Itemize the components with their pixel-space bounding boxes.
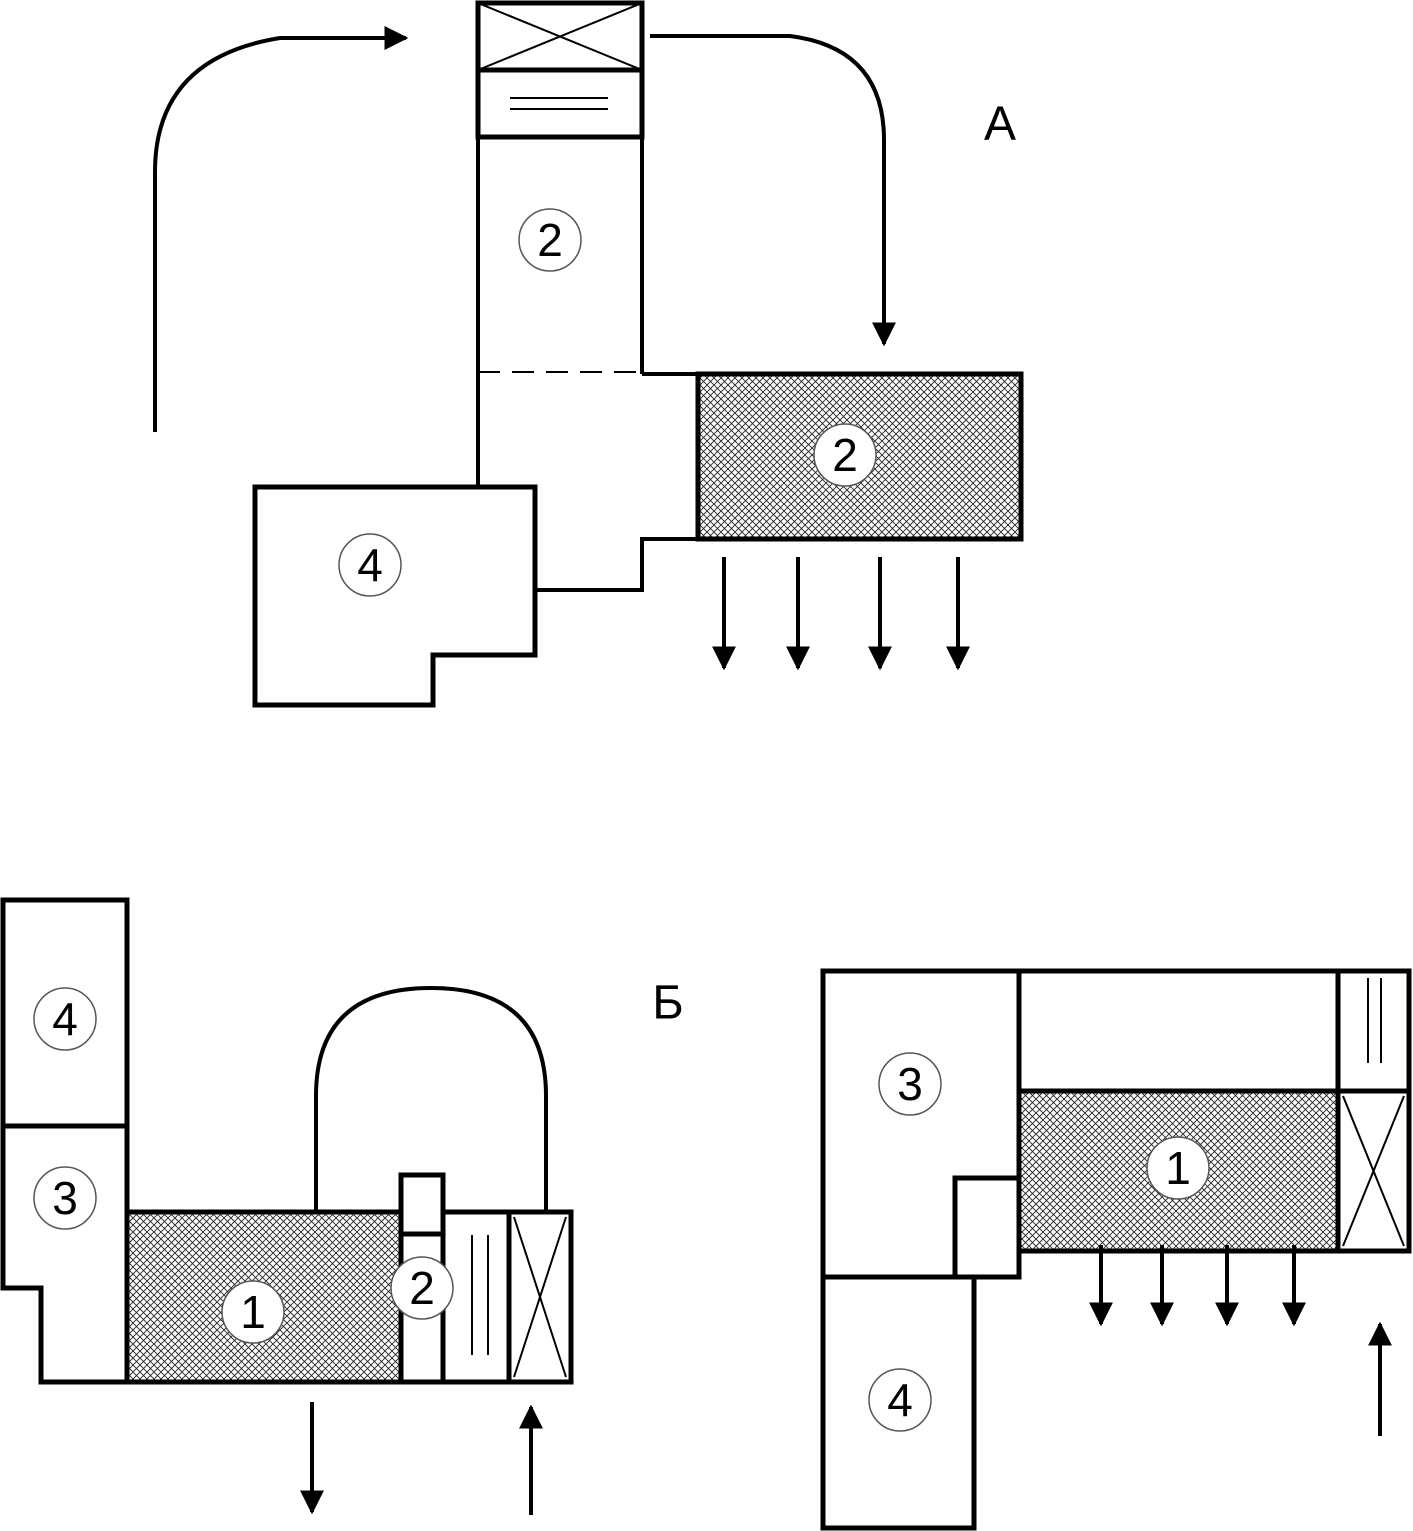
diagram-b-right: 3 1 4: [820, 968, 1412, 1531]
filter-box-b-left: [440, 1209, 512, 1385]
zone-circle-b-left-top: [33, 987, 97, 1051]
zone-number-a-upper: 2: [537, 214, 563, 266]
diagram-label-a: А: [984, 98, 1016, 151]
diagram-a: 2 2 4 А: [153, 0, 1024, 708]
zone-number-b-right-lower: 4: [887, 1374, 913, 1426]
zone-circle-b-right-tank: [1146, 1136, 1210, 1200]
fan-cross-b-right-2: [1342, 1095, 1405, 1247]
zone-number-b-right-tank: 1: [1165, 1142, 1191, 1194]
recirculation-arc-b-left: [314, 985, 548, 1212]
zone-number-b-left-tank: 1: [240, 1286, 266, 1338]
diagram-b-left: 4 3 1 2 Б: [0, 897, 684, 1515]
zone-circle-b-left-tank: [221, 1280, 285, 1344]
zone-circle-a-tank: [813, 423, 877, 487]
zone-circle-b-right-lower: [868, 1368, 932, 1432]
filter-box-b-right: [1335, 968, 1412, 1094]
zone-circle-a-upper: [518, 208, 582, 272]
fan-cross-a-2: [477, 2, 643, 71]
zone-circle-a-room: [338, 533, 402, 597]
supply-arrow-a: [650, 34, 896, 347]
fan-cross-b-left-2: [513, 1216, 567, 1378]
zone-circle-b-right-room: [878, 1052, 942, 1116]
zone-number-b-right-room: 3: [897, 1058, 923, 1110]
zone-circle-b-left-unit: [390, 1256, 454, 1320]
zone-number-b-left-top: 4: [52, 993, 78, 1045]
zone-circle-b-left-mid: [33, 1166, 97, 1230]
diagram-label-b: Б: [652, 977, 684, 1030]
zone-number-a-room: 4: [357, 539, 383, 591]
intake-arrow-a: [153, 26, 409, 432]
unit-2-top-b-left: [398, 1172, 446, 1237]
connection-wall-a: [535, 537, 698, 592]
zone-number-b-left-mid: 3: [52, 1172, 78, 1224]
small-box-b-right: [952, 1175, 1022, 1280]
top-strip-b-right: [1016, 968, 1341, 1094]
room-3-b-left: [0, 1123, 130, 1385]
zone-number-a-tank: 2: [832, 429, 858, 481]
filter-box-a: [475, 67, 645, 140]
room-4-a: [252, 484, 538, 708]
zone-number-b-left-unit: 2: [409, 1262, 435, 1314]
